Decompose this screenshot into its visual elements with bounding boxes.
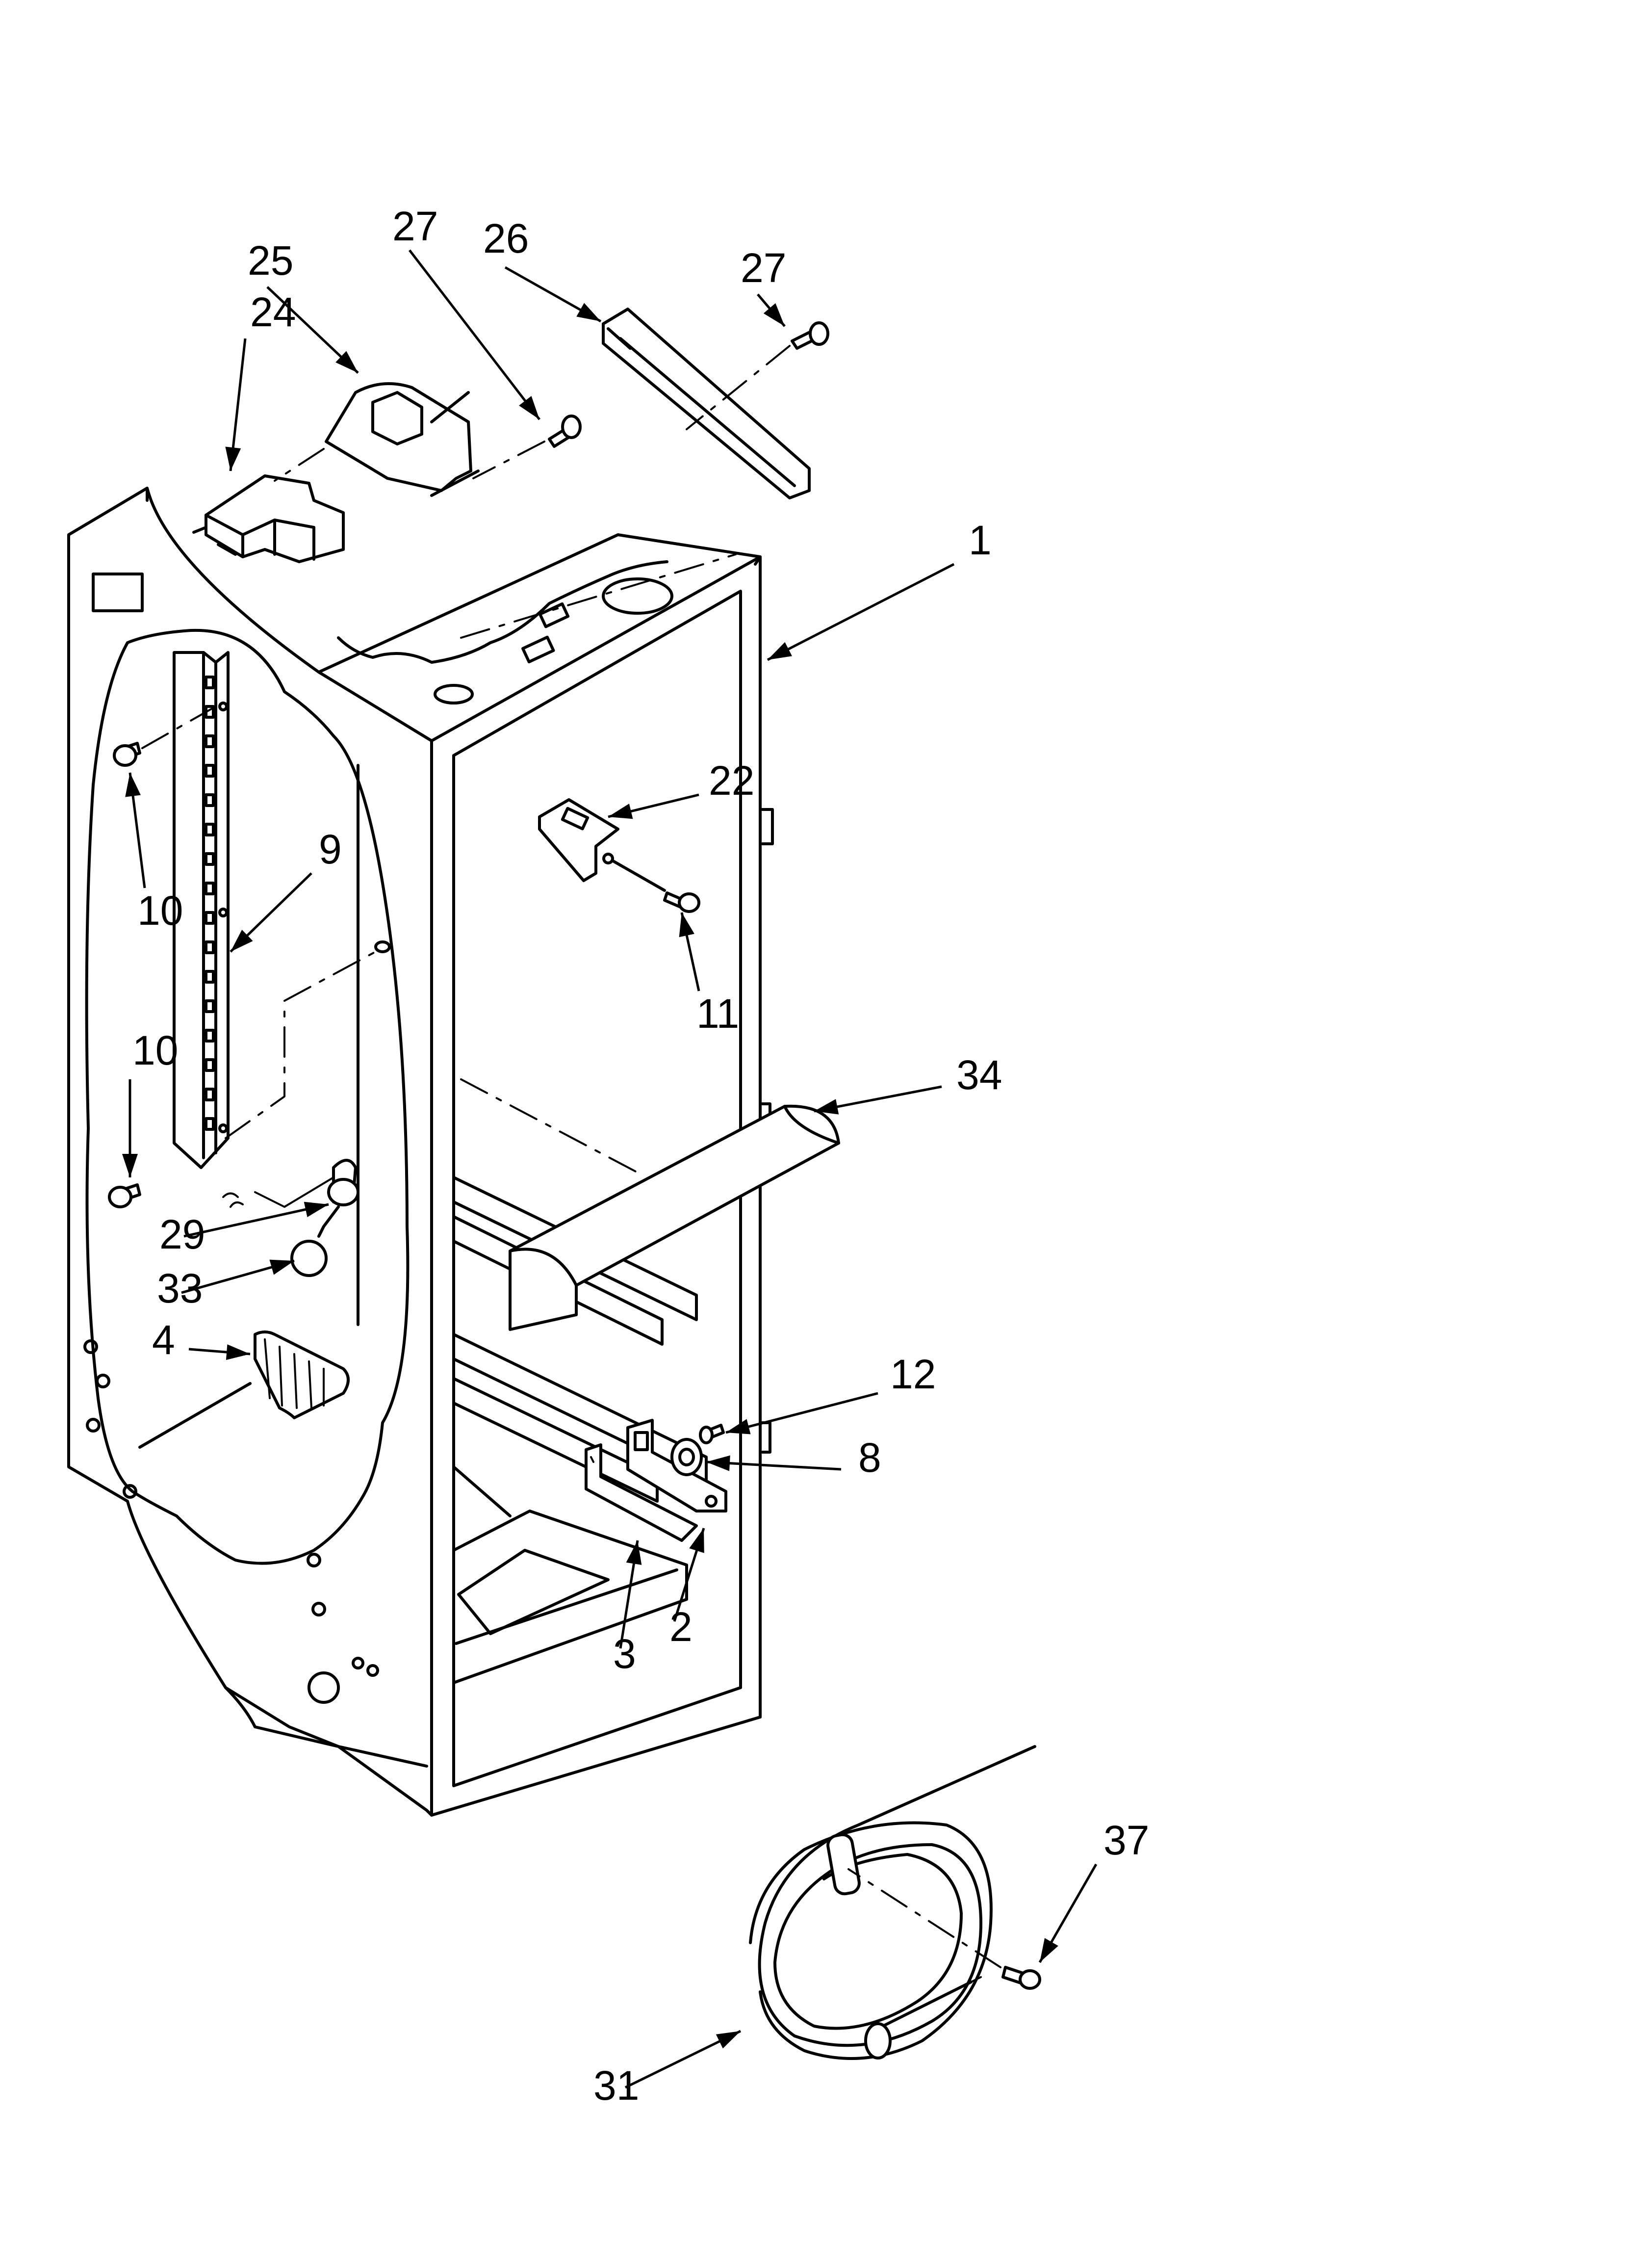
callouts: 27 26 27 25 24 1 22 11 9 10 10 34 29 33 4 128 23 37 31 [122,203,1149,2109]
callout-arrowhead [679,912,694,938]
callout-arrowhead [225,446,241,471]
callout-label: 8 [858,1434,881,1481]
callout-c11: 11 [679,912,739,1037]
callout-c2: 2 [669,1528,705,1650]
cabinet-liner [67,487,774,1817]
callout-arrowhead [122,1154,138,1177]
callout-label: 22 [709,757,754,804]
shelf-ladder-9 [173,651,391,1169]
callout-label: 25 [248,237,293,284]
callout-label: 29 [159,1211,205,1257]
callout-arrowhead [814,1099,839,1115]
callout-arrowhead [706,1455,730,1471]
callout-c3: 3 [613,1540,642,1677]
callout-c12: 12 [725,1351,936,1434]
callout-c33: 33 [157,1259,295,1311]
callout-c27b: 27 [741,245,786,327]
callout-arrowhead [304,1201,329,1217]
callout-label: 31 [593,2062,639,2109]
callout-c10a: 10 [125,772,183,934]
callout-leader [725,1392,878,1434]
callout-c4: 4 [152,1317,251,1363]
callout-c8: 8 [706,1434,881,1481]
callout-label: 9 [319,826,342,872]
callout-label: 27 [741,245,786,291]
screw-10-upper [113,705,217,767]
control-housing-24 [192,474,345,563]
callout-c9: 9 [230,826,342,953]
callout-arrowhead [608,804,633,819]
water-tube-31 [749,1745,1036,2060]
callout-label: 37 [1103,1817,1149,1863]
callout-c24: 24 [225,289,296,471]
screw-12 [699,1424,725,1444]
callout-label: 12 [890,1351,936,1397]
bracket-3 [585,1443,698,1542]
light-bulb-33 [290,1205,340,1277]
callout-arrowhead [269,1259,294,1275]
screw-27-right [686,321,829,430]
callout-c22: 22 [608,757,754,819]
light-socket-29 [222,1159,359,1208]
callout-c29: 29 [159,1201,329,1257]
callout-label: 24 [250,289,296,335]
screw-27-left [472,415,582,479]
callout-c31: 31 [593,2030,742,2109]
callout-arrowhead [1040,1938,1058,1962]
callout-label: 10 [137,887,183,934]
callout-label: 11 [696,991,739,1037]
callout-arrowhead [231,930,253,952]
callout-label: 3 [613,1631,636,1677]
callout-label: 2 [669,1604,693,1650]
callout-arrowhead [125,773,141,797]
cover-34 [509,1104,840,1331]
callout-arrowhead [576,303,601,321]
callout-label: 4 [152,1317,175,1363]
screw-11 [612,860,700,913]
callout-leader [409,249,540,420]
callout-arrowhead [226,1344,250,1360]
callout-label: 10 [132,1027,178,1073]
screw-10-lower [108,1183,141,1208]
callout-arrowhead [335,351,358,373]
callout-c27a: 27 [392,203,540,420]
callout-c1: 1 [767,517,992,661]
callout-arrowhead [763,303,785,326]
callout-arrowhead [726,1419,751,1434]
trim-26 [602,308,811,499]
callout-c37: 37 [1038,1817,1149,1963]
callout-leader [183,1203,329,1238]
bracket-22 [538,798,619,882]
mounting-bracket-25 [274,382,480,497]
callout-label: 1 [969,517,992,563]
callout-label: 26 [483,215,529,261]
callout-label: 33 [157,1265,203,1311]
callout-leader [767,563,955,661]
callout-arrowhead [519,396,539,419]
callout-c34: 34 [814,1052,1002,1115]
callout-arrowhead [768,642,793,660]
callout-c25: 25 [248,237,359,374]
grille-4 [138,1330,350,1449]
callout-label: 27 [392,203,438,249]
callout-c10b: 10 [122,1027,178,1177]
callout-arrowhead [716,2031,741,2049]
callout-c26: 26 [483,215,602,323]
screw-37 [847,1868,1041,1990]
callout-arrowhead [626,1540,642,1565]
callout-arrowhead [689,1528,704,1553]
knob-8 [670,1438,703,1476]
callout-label: 34 [956,1052,1002,1098]
